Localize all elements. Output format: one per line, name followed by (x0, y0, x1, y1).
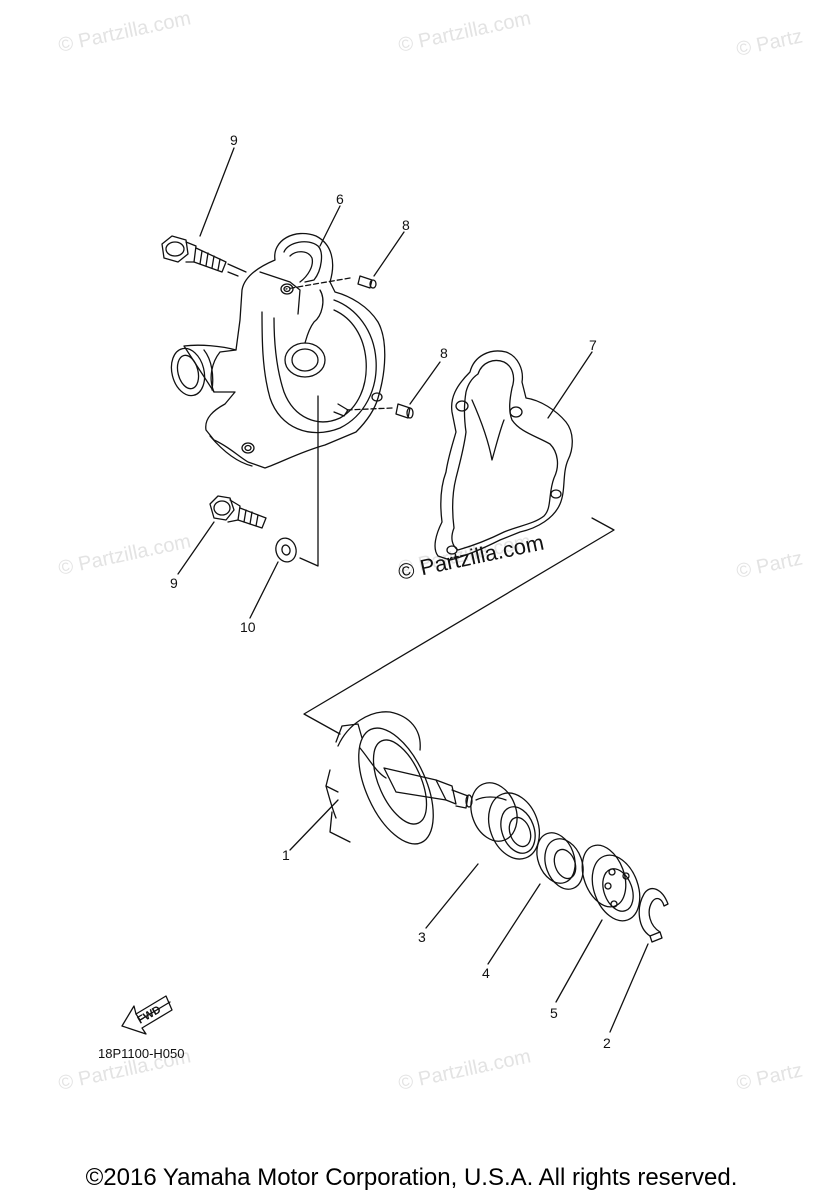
callout-5: 5 (550, 1005, 558, 1021)
dowel-pin-8-lower[interactable] (395, 403, 414, 419)
watermark: © Partzilla.com (56, 530, 192, 580)
fwd-arrow-icon: FWD (121, 995, 173, 1035)
callout-8-upper: 8 (402, 217, 410, 233)
circlip-2[interactable] (638, 887, 669, 943)
dowel-pin-8-upper[interactable] (357, 275, 377, 289)
watermark: © Partzilla.com (396, 7, 532, 57)
bearing-4[interactable] (530, 827, 590, 894)
bolt-9-lower[interactable] (209, 495, 267, 529)
bearing-5[interactable] (574, 839, 648, 927)
parts-diagram: © Partzilla.com © Partzilla.com © Partz … (56, 7, 804, 1095)
callout-10: 10 (240, 619, 256, 635)
gasket-7[interactable] (434, 350, 573, 561)
copyright-notice: ©2016 Yamaha Motor Corporation, U.S.A. A… (85, 1164, 738, 1191)
watermark: © Partz (734, 1059, 804, 1094)
callout-6: 6 (336, 191, 344, 207)
callout-1: 1 (282, 847, 290, 863)
watermark: © Partzilla.com (396, 1045, 532, 1095)
impeller-shaft-1[interactable] (325, 711, 473, 855)
diagram-code: 18P1100-H050 (98, 1046, 185, 1061)
callout-labels: 9 6 8 8 7 9 10 1 3 4 5 2 (170, 132, 611, 1051)
watermark: © Partz (734, 547, 804, 582)
callout-4: 4 (482, 965, 490, 981)
callout-9-lower: 9 (170, 575, 178, 591)
center-watermark: © Partzilla.com (396, 530, 546, 585)
callout-2: 2 (603, 1035, 611, 1051)
callout-8-lower: 8 (440, 345, 448, 361)
assembly-lines (227, 263, 615, 735)
oil-seal-3[interactable] (463, 776, 548, 866)
washer-10[interactable] (273, 536, 299, 564)
callout-7: 7 (589, 337, 597, 353)
watermark-layer: © Partzilla.com © Partzilla.com © Partz … (56, 7, 804, 1095)
callout-9-upper: 9 (230, 132, 238, 148)
watermark: © Partzilla.com (56, 7, 192, 57)
leader-lines (177, 147, 649, 1033)
watermark: © Partz (734, 25, 804, 60)
bolt-9-upper[interactable] (161, 235, 239, 277)
water-pump-cover-6[interactable] (167, 232, 386, 469)
callout-3: 3 (418, 929, 426, 945)
